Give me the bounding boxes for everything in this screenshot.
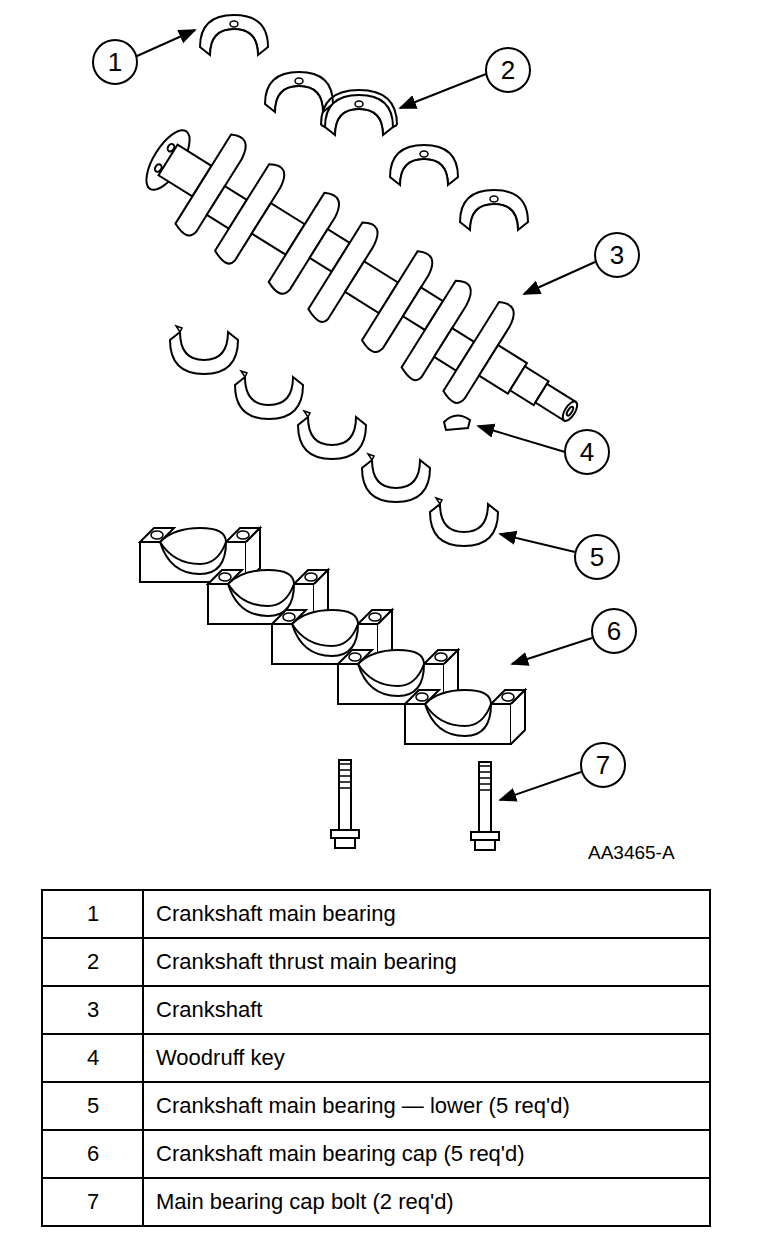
leader-line <box>137 30 595 800</box>
table-item-number: 6 <box>87 1143 99 1165</box>
callout-number: 7 <box>596 752 610 778</box>
table-item-number: 4 <box>87 1047 99 1069</box>
table-part-name: Main bearing cap bolt (2 req'd) <box>156 1191 454 1213</box>
table-part-name: Crankshaft main bearing <box>156 903 396 925</box>
parts-table-grid <box>42 890 710 1226</box>
callout-circle <box>93 40 639 787</box>
table-part-name: Crankshaft main bearing cap (5 req'd) <box>156 1143 525 1165</box>
callout-number: 5 <box>590 544 604 570</box>
table-item-number: 2 <box>87 951 99 973</box>
table-part-name: Crankshaft main bearing — lower (5 req'd… <box>156 1095 570 1117</box>
table-item-number: 1 <box>87 903 99 925</box>
table-item-number: 7 <box>87 1191 99 1213</box>
callout-number: 4 <box>580 439 594 465</box>
table-item-number: 3 <box>87 999 99 1021</box>
table-item-number: 5 <box>87 1095 99 1117</box>
table-part-name: Woodruff key <box>156 1047 285 1069</box>
callout-number: 6 <box>607 618 621 644</box>
table-part-name: Crankshaft <box>156 999 262 1021</box>
callout-number: 1 <box>108 49 122 75</box>
callout-number: 3 <box>610 242 624 268</box>
callout-number: 2 <box>501 57 515 83</box>
table-part-name: Crankshaft thrust main bearing <box>156 951 457 973</box>
figure-code: AA3465-A <box>588 843 675 862</box>
